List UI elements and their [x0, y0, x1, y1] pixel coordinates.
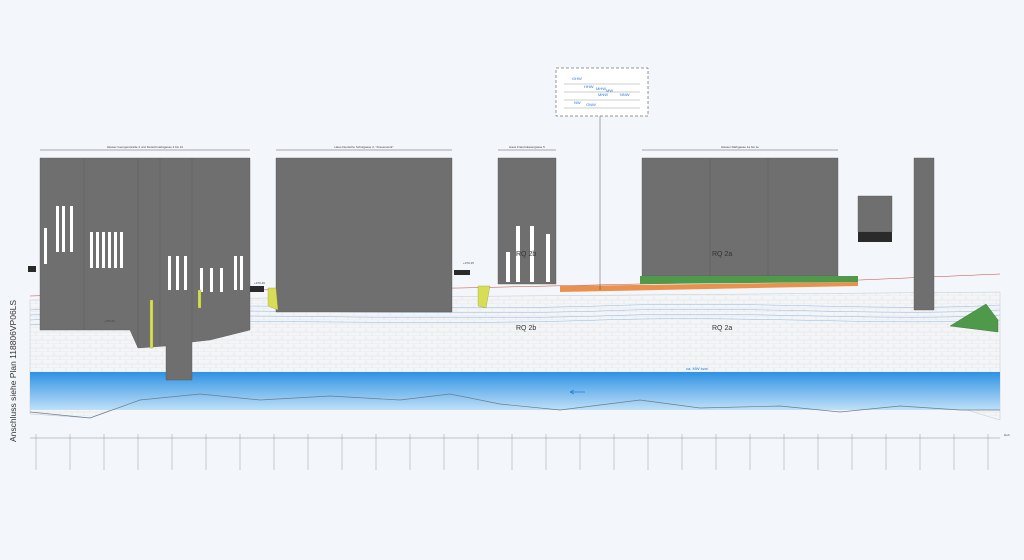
building-label-3: Haus Franziskanergasse 5 — [509, 145, 545, 149]
window-openings — [44, 206, 550, 292]
building-label-4: Häuser Rathgasse 1a bis 1e — [721, 145, 759, 149]
station-ticks — [35, 434, 989, 470]
inset-level-3: MW — [606, 88, 613, 93]
inset-level-lines — [564, 83, 640, 109]
section-label-3: RQ 2a — [712, 251, 732, 258]
section-label-2: RQ 2b — [516, 325, 536, 332]
orange-strip — [560, 282, 858, 292]
inset-level-1: HHW — [584, 84, 594, 89]
grass-mound — [949, 303, 999, 333]
inset-level-0: GHW — [572, 76, 582, 81]
dark-caps — [28, 232, 892, 292]
corner-label: Hoh — [1004, 433, 1010, 437]
inset-level-4: NW — [574, 100, 581, 105]
inset-level-5: GNW — [586, 102, 596, 107]
elevation-label-2: +370.40 — [254, 281, 265, 285]
inset-level-7: NNW — [620, 92, 630, 97]
inset-level-2: MHW — [596, 86, 606, 91]
side-label: Anschluss siehe Plan 118806VP06LS — [8, 300, 18, 442]
elevation-label-1: +370.15 — [463, 261, 474, 265]
building-label-2: Haus Deutsche Schulgasse 2, "Frauenwerk" — [335, 145, 394, 149]
flow-arrow-icon — [569, 389, 585, 395]
buildings — [39, 157, 935, 381]
section-label-4: RQ 2a — [712, 325, 732, 332]
water-label: ca. MW bzw. — [686, 366, 709, 371]
building-label-1: Häuser Georgenstraße 4 und Fleischmarktg… — [107, 145, 184, 149]
yellow-fills — [149, 285, 491, 349]
riverbed-line — [29, 393, 1000, 419]
section-label-1: RQ 2b — [516, 251, 536, 258]
elevation-label-3: +370.61 — [104, 319, 115, 323]
inset-level-6: MNW — [598, 92, 608, 97]
building-dividers — [83, 158, 769, 348]
grass-strip — [640, 276, 858, 284]
